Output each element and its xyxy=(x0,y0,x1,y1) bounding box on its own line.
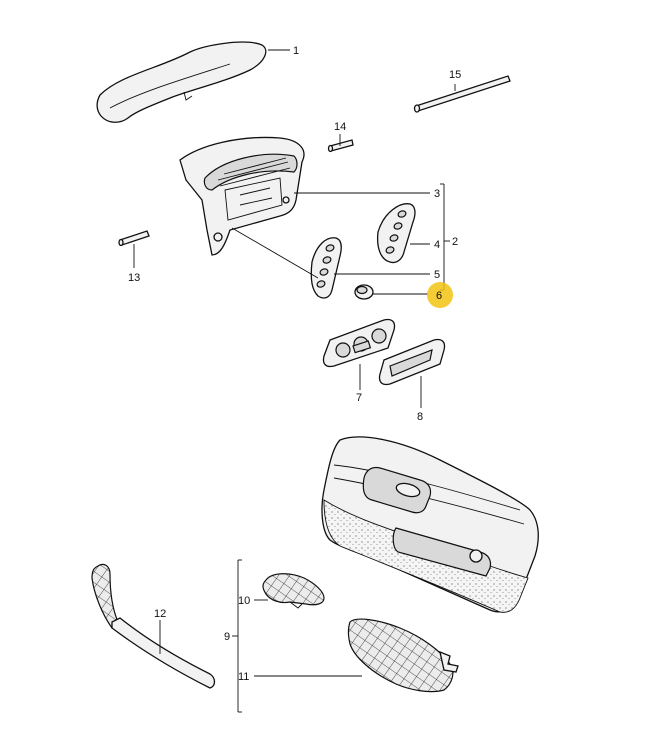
switch-bezel-part-icon xyxy=(322,318,396,368)
armrest-cover-part-icon xyxy=(96,41,267,123)
door-panel-part-icon xyxy=(321,436,539,613)
pin-short-part-icon xyxy=(327,139,354,153)
handle-strip-part-icon xyxy=(91,563,216,689)
mesh-pocket-small-part-icon xyxy=(262,573,325,609)
trim-frame-part-icon xyxy=(378,338,446,386)
rod-part-icon xyxy=(413,75,511,113)
callout-8[interactable]: 8 xyxy=(417,411,423,423)
callout-5[interactable]: 5 xyxy=(434,269,440,281)
highlight-marker xyxy=(427,282,453,308)
callout-1[interactable]: 1 xyxy=(293,45,299,57)
callout-13[interactable]: 13 xyxy=(128,272,140,284)
callout-9[interactable]: 9 xyxy=(224,631,230,643)
cap-part-icon xyxy=(354,284,374,300)
switch-panel-small-part-icon xyxy=(310,237,342,299)
callout-7[interactable]: 7 xyxy=(356,392,362,404)
callout-14[interactable]: 14 xyxy=(334,121,346,133)
callout-12[interactable]: 12 xyxy=(154,608,166,620)
callout-labels: 1 15 14 3 2 4 13 5 6 7 8 10 12 9 11 xyxy=(128,45,461,683)
leader-lines xyxy=(133,49,456,713)
callout-11[interactable]: 11 xyxy=(238,671,249,683)
mesh-pocket-large-part-icon xyxy=(347,618,459,693)
callout-10[interactable]: 10 xyxy=(238,595,250,607)
switch-panel-part-icon xyxy=(376,203,416,264)
callout-4[interactable]: 4 xyxy=(434,239,440,251)
callout-2[interactable]: 2 xyxy=(452,236,458,248)
vent-housing-part-icon xyxy=(179,136,305,256)
callout-15[interactable]: 15 xyxy=(449,69,461,81)
callout-6[interactable]: 6 xyxy=(436,290,442,302)
pin-part-icon xyxy=(118,230,150,247)
callout-3[interactable]: 3 xyxy=(434,188,440,200)
